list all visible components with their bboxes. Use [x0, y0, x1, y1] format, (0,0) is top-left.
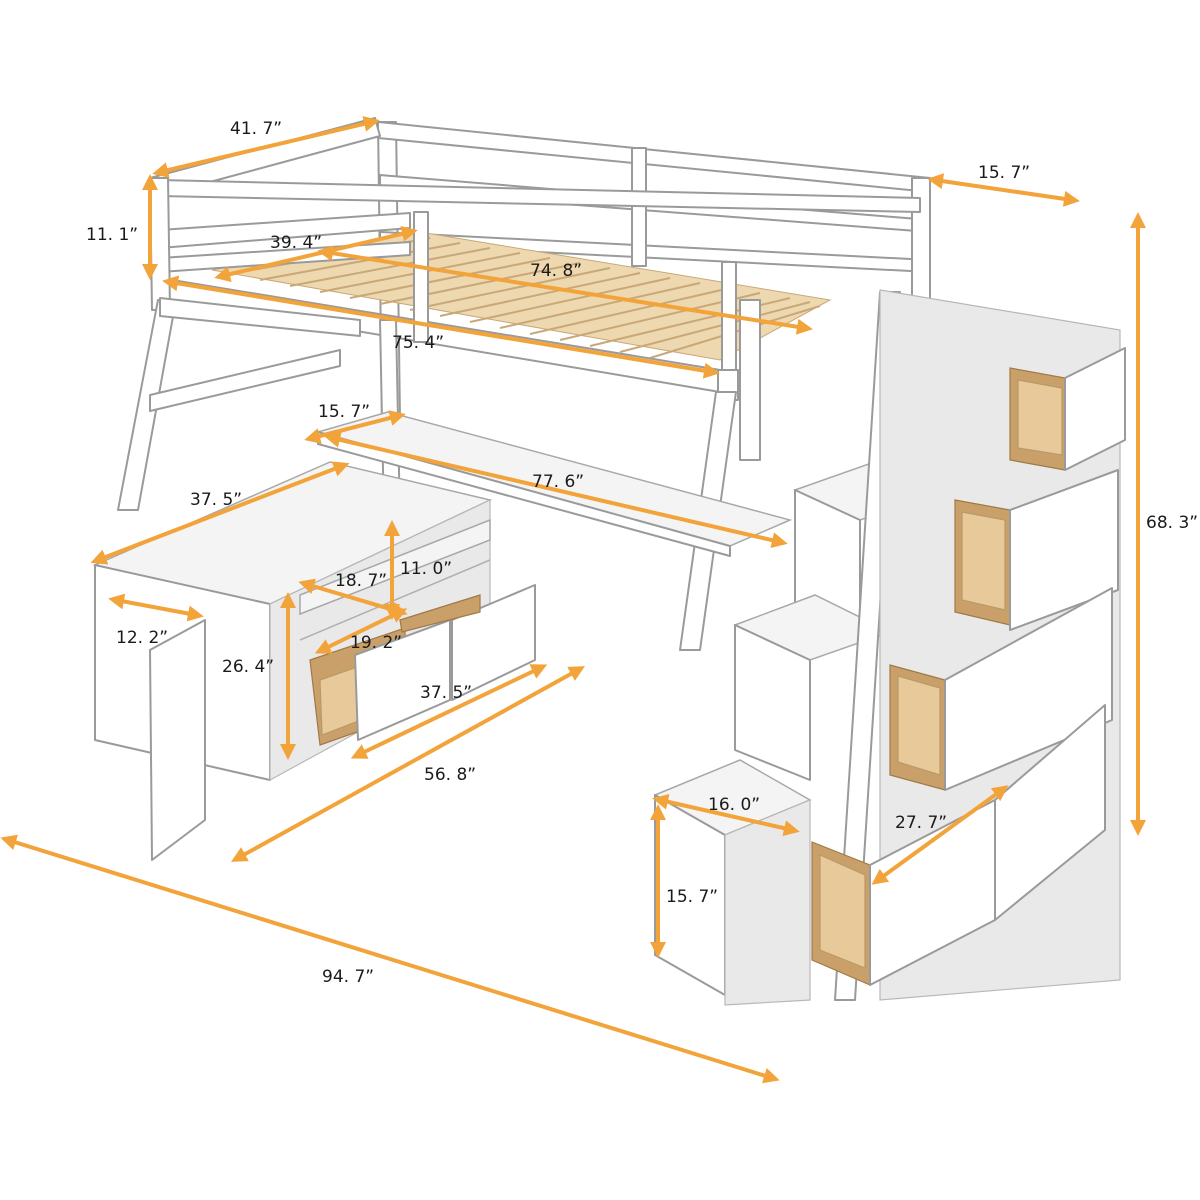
label-cabinet-door-width: 12. 2” — [116, 628, 168, 648]
label-stair-drawer-length: 27. 7” — [895, 813, 947, 833]
label-bed-width-top: 41. 7” — [230, 119, 282, 139]
dim-line-total-length — [0, 834, 780, 1084]
dim-line-desk-length — [324, 432, 788, 548]
dimension-lines — [0, 116, 1146, 1084]
dim-line-stair-drawer-length — [871, 785, 1009, 885]
label-shelf-width: 18. 7” — [335, 571, 387, 591]
dim-line-bed-width-top — [152, 116, 380, 178]
dim-line-cabinet-total-length — [230, 666, 586, 862]
label-cabinet-top-length: 37. 5” — [190, 490, 242, 510]
label-bed-length: 75. 4” — [392, 333, 444, 353]
label-drawer-width: 19. 2” — [350, 633, 402, 653]
label-stair-top-width: 15. 7” — [978, 163, 1030, 183]
label-stair-step-height: 15. 7” — [666, 887, 718, 907]
label-cabinet-front-length: 37. 5” — [420, 683, 472, 703]
dimension-labels: 41. 7” 11. 1” 39. 4” 74. 8” 75. 4” 15. 7… — [86, 119, 1198, 987]
dim-line-drawer-width — [314, 608, 408, 654]
dim-line-stair-top-width — [927, 173, 1080, 207]
label-total-height: 68. 3” — [1146, 513, 1198, 533]
label-mattress-width: 39. 4” — [270, 233, 322, 253]
label-stair-step-depth: 16. 0” — [708, 795, 760, 815]
label-guardrail-height: 11. 1” — [86, 225, 138, 245]
label-desk-length: 77. 6” — [532, 472, 584, 492]
label-shelf-height: 11. 0” — [400, 559, 452, 579]
dim-line-cabinet-top-length — [90, 461, 350, 565]
dim-line-stair-step-depth — [652, 793, 800, 837]
left-cabinet-illustration — [92, 461, 536, 861]
label-desk-depth: 15. 7” — [318, 402, 370, 422]
label-total-length: 94. 7” — [322, 967, 374, 987]
dim-line-bed-length — [162, 275, 720, 379]
dim-line-mattress-width — [214, 226, 418, 282]
dim-line-cabinet-door-width — [108, 593, 204, 622]
label-mattress-length: 74. 8” — [530, 261, 582, 281]
label-cabinet-total-length: 56. 8” — [424, 765, 476, 785]
label-cabinet-height: 26. 4” — [222, 657, 274, 677]
